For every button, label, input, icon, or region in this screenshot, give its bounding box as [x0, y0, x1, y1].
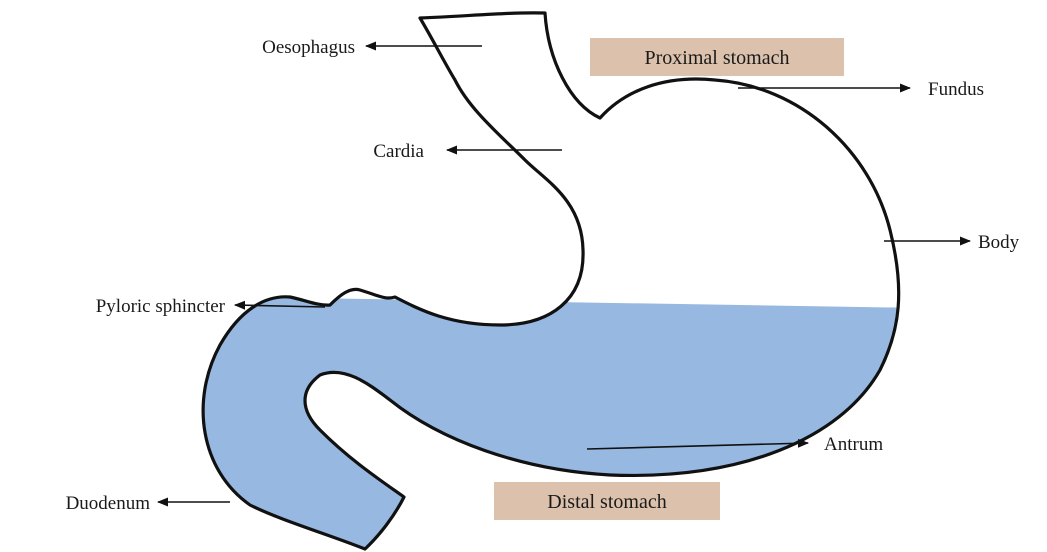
proximal-stomach-region: Proximal stomach — [590, 38, 844, 76]
duodenum-label: Duodenum — [66, 493, 151, 514]
body-label: Body — [978, 232, 1020, 253]
distal-stomach-region: Distal stomach — [494, 482, 720, 520]
pyloric-sphincter-label: Pyloric sphincter — [96, 296, 226, 317]
distal-region-label: Distal stomach — [547, 491, 666, 513]
fundus-label: Fundus — [928, 79, 984, 100]
proximal-region-label: Proximal stomach — [645, 47, 790, 69]
cardia-label: Cardia — [373, 141, 424, 162]
antrum-label: Antrum — [824, 434, 883, 455]
oesophagus-label: Oesophagus — [262, 37, 355, 58]
